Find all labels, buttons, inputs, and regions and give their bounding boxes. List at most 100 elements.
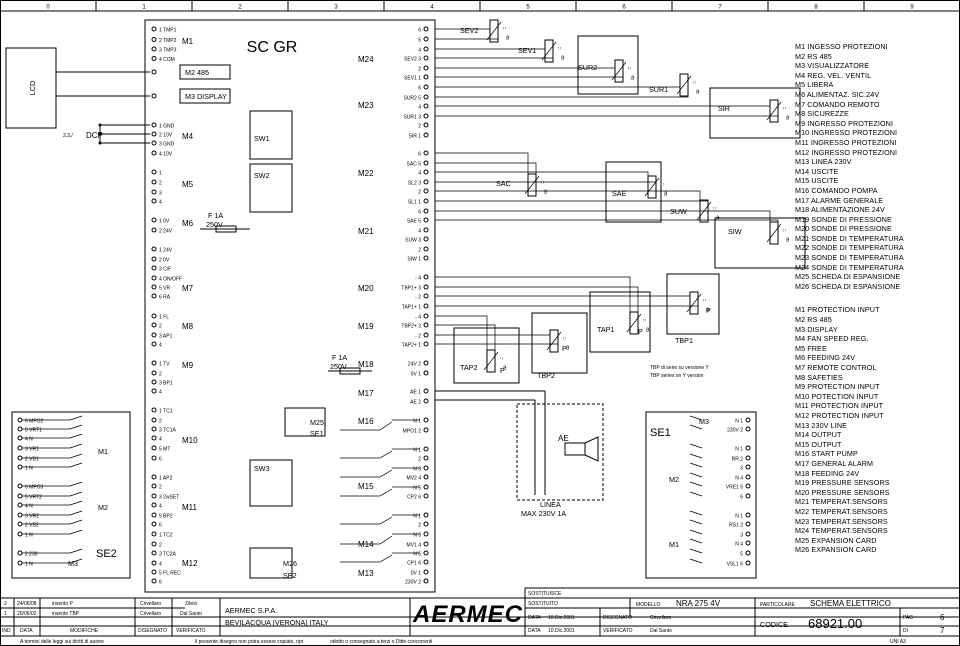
svg-text:↑↑: ↑↑ [782, 106, 787, 112]
grid-col-8: 8 [814, 5, 818, 11]
rev2-n: 2 [4, 601, 7, 607]
pin-m1-1: 1 TMP1 [159, 28, 177, 34]
alarm-symbol [564, 442, 586, 456]
grid-col-9: 9 [910, 5, 914, 11]
se1-m1-pin-1: N 1 [735, 514, 743, 520]
sw1-box [249, 110, 293, 160]
disegnato-label: DISEGNATO [603, 615, 632, 621]
svg-text:ϑ: ϑ [716, 216, 720, 222]
pin-m11-3: 3 2wSET [159, 495, 179, 501]
grid-col-7: 7 [718, 5, 722, 11]
se2-m1-pin-6: 1 N [25, 466, 33, 472]
data-label-1: DATA [528, 615, 541, 621]
grid-col-0: 0 [46, 5, 50, 11]
se2-m3-pin-2: 1 N [25, 562, 33, 568]
legend-en-20: M20 PRESSURE SENSORS [795, 487, 890, 497]
pin-m21-6: SIW 1 [407, 257, 421, 263]
sw1-label: SW1 [254, 134, 270, 143]
legal-3: odotto o consegnato a terzi o Ditte conc… [330, 639, 432, 645]
pin-m4-3: 3 GND [159, 142, 175, 148]
legend-it-17: M17 ALARME GENERALE [795, 195, 884, 205]
legend-en-10: M10 POTECTION INPUT [795, 391, 879, 401]
se1-m2-pin-3: 3 [740, 466, 743, 472]
legend-en-25: M25 EXPANSION CARD [795, 535, 877, 545]
legend-en-13: M13 230V LINE [795, 420, 848, 430]
legend-it-6: M6 ALIMENTAZ. SIC.24V [795, 89, 880, 99]
legend-gap [795, 291, 955, 298]
pin-m7-6: 6 RA [159, 295, 171, 301]
connector-label-m23: M23 [358, 101, 374, 110]
connector-label-m12: M12 [182, 559, 198, 568]
se2-in-board: SE2 [283, 571, 297, 580]
legend-it-16: M16 COMANDO POMPA [795, 185, 878, 195]
rev1-ver: Dal Santo [180, 611, 202, 617]
pin-m22-4: SL2 3 [408, 181, 421, 187]
sostituisce: SOSTITUISCE [528, 591, 562, 597]
pin-m19-2: TBP2+ 3 [401, 324, 421, 330]
sensor-siw-label: SIW [728, 227, 742, 236]
pin-m1-3: 3 TMP3 [159, 48, 177, 54]
connector-label-m1: M1 [182, 37, 194, 46]
se1-m1-label: M1 [669, 540, 679, 549]
hdr-data: DATA [20, 628, 33, 634]
sensor-note-it: TBP di serie su versione Y [650, 365, 709, 371]
legend-it-7: M7 COMANDO REMOTO [795, 99, 880, 109]
svg-text:↑↑: ↑↑ [502, 26, 507, 32]
connector-label-m19: M19 [358, 322, 374, 331]
legend-it-2: M2 RS 485 [795, 51, 832, 61]
se2-m2-pin-5: 2 VB2 [25, 523, 39, 529]
pin-m16-2: MPO1 2 [403, 429, 422, 435]
particolare-label: PARTICOLARE [760, 602, 795, 608]
grid-col-5: 5 [526, 5, 530, 11]
se1-m1-pin-5: 5 [740, 552, 743, 558]
pin-m10-5: 5 MT [159, 447, 170, 453]
pin-m5-3: 3 [159, 191, 162, 197]
svg-text:↑↑: ↑↑ [712, 206, 717, 212]
pin-m13-1: 0V 1 [411, 571, 422, 577]
se1-m1-pin-3: 3 [740, 533, 743, 539]
pin-m11-5: 5 BP2 [159, 514, 173, 520]
svg-text:ϑ: ϑ [544, 190, 548, 196]
legend-en-6: M6 FEEDING 24V [795, 353, 856, 363]
sensor-sur2-label: SUR2 [578, 63, 597, 72]
pin-m4-4: 4 10V [159, 152, 173, 158]
uni-size: UNI A3 [890, 639, 906, 645]
pin-m21-2: SAE 5 [407, 219, 421, 225]
pressure-p-4: P [706, 306, 711, 315]
pin-m24-5: 2 [418, 67, 421, 73]
sensor-sur1-label: SUR1 [649, 85, 668, 94]
pin-m20-2: TBP1+ 3 [401, 286, 421, 292]
se1-m1-pin-2: RS1 2 [729, 523, 743, 529]
se1-box [645, 411, 757, 579]
data-label-2: DATA [528, 628, 541, 634]
pin-m10-1: 1 TC1 [159, 409, 173, 415]
legend-it-9: M9 INGRESSO PROTEZIONI [795, 118, 894, 128]
sensor-sev2-label: SEV2 [460, 26, 478, 35]
sensor-tap1-label: TAP1 [597, 325, 614, 334]
rev1-desc: inserito TBP [52, 611, 80, 617]
pin-m23-2: SUR2 5 [403, 96, 421, 102]
sensor-tap2-label: TAP2 [460, 363, 477, 372]
connector-m3-box [179, 88, 231, 104]
pin-m22-6: SL1 1 [408, 200, 421, 206]
se2-title: SE2 [96, 548, 117, 560]
pin-m5-1: 1 [159, 171, 162, 177]
pin-m24-6: SEV1 1 [404, 76, 421, 82]
modello-value: NRA 275 4V [676, 599, 721, 608]
dcp-label: DCP [86, 131, 103, 140]
sensor-sev1-label: SEV1 [518, 46, 536, 55]
pin-m11-4: 4 [159, 504, 162, 510]
pag-value: 6 [940, 613, 945, 622]
svg-text:ϑ: ϑ [631, 76, 635, 82]
se1-m3-pin-2: 230V 2 [727, 428, 743, 434]
legend-it-13: M13 LINEA 230V [795, 157, 852, 167]
legend-en-8: M8 SAFETIES [795, 372, 843, 382]
pin-m1-4: 4 COM [159, 57, 175, 63]
pin-m20-4: TAP1+ 1 [402, 305, 421, 311]
connector-label-m11: M11 [182, 503, 198, 512]
rev2-date: 24/06/08 [17, 601, 37, 607]
pin-m18-2: 0V 1 [411, 372, 422, 378]
